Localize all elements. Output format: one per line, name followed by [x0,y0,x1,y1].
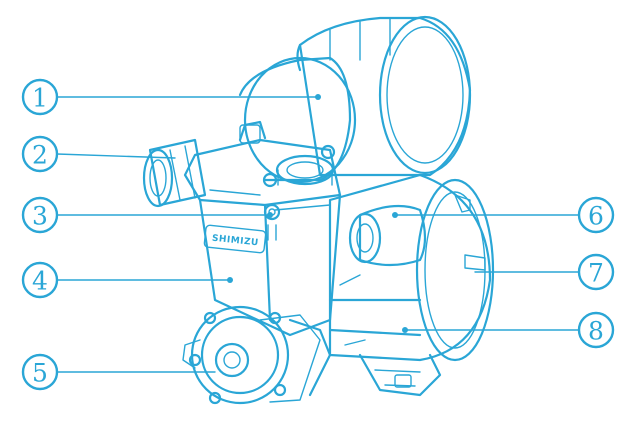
leader-dot-3 [267,212,273,218]
callout-5: 5 [23,355,57,389]
callout-8: 8 [579,313,613,347]
leader-dot-8 [402,327,408,333]
callout-label-1: 1 [32,84,48,113]
leader-line-2 [57,154,175,158]
callout-label-6: 6 [588,202,604,231]
callout-label-8: 8 [588,317,604,346]
callout-label-4: 4 [32,267,48,296]
leader-dot-6 [392,212,398,218]
callout-2: 2 [23,137,57,171]
callout-7: 7 [579,255,613,289]
callout-3: 3 [23,198,57,232]
callout-4: 4 [23,263,57,297]
leader-dot-1 [315,94,321,100]
motor-body [330,175,493,360]
brand-label: SHIMIZU [211,234,259,249]
inlet-pipe [144,140,205,206]
impeller-cover [183,307,330,403]
base-foot [360,355,440,395]
pressure-tank [240,17,470,182]
leader-dot-4 [227,277,233,283]
callout-1: 1 [23,80,57,114]
callout-6: 6 [579,198,613,232]
callout-label-7: 7 [588,259,604,288]
callout-label-2: 2 [32,141,48,170]
callout-label-5: 5 [32,359,48,388]
callout-label-3: 3 [32,202,48,231]
